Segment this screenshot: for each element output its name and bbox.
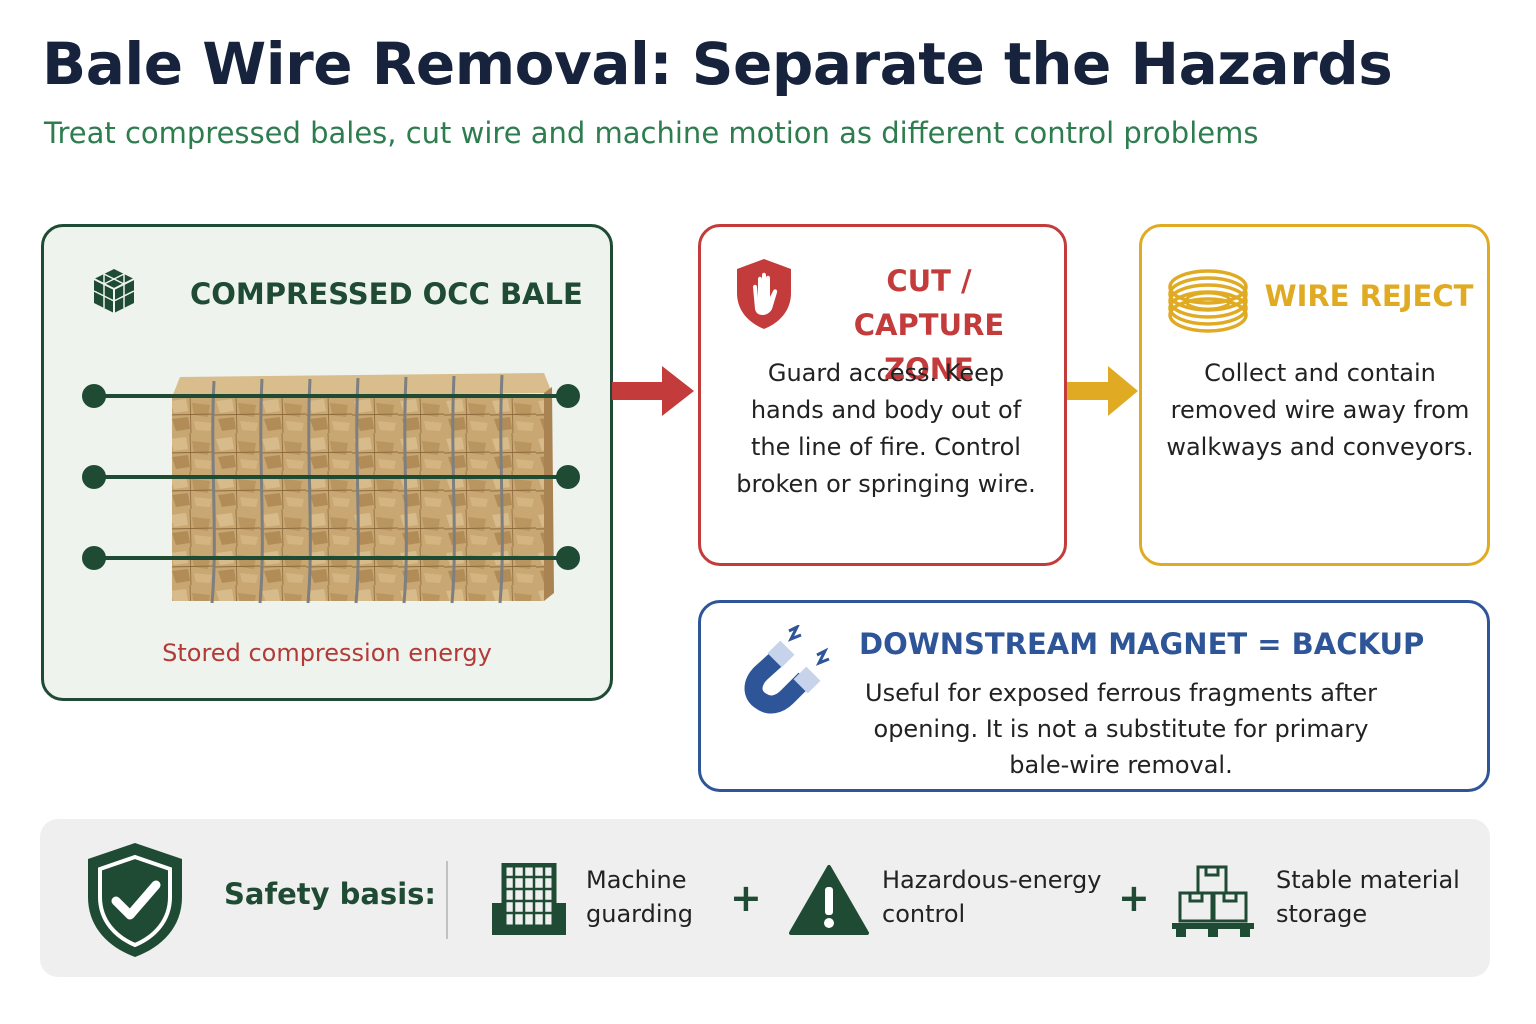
cut-zone-title: CUT / CAPTURE ZONE <box>853 264 1005 386</box>
basis-item-text: Hazardous-energy control <box>882 866 1102 928</box>
plus-icon: + <box>1118 876 1150 920</box>
page-subtitle: Treat compressed bales, cut wire and mac… <box>44 116 1259 150</box>
wire-coil-icon <box>1168 269 1248 333</box>
machine-guard-icon <box>492 863 566 935</box>
warning-triangle-icon <box>789 865 869 935</box>
stacked-boxes-pallet-icon <box>1172 865 1254 937</box>
wire-reject-title: WIRE REJECT <box>1264 279 1474 313</box>
cut-capture-zone-card: CUT / CAPTURE ZONE Guard access. Keep ha… <box>698 224 1067 566</box>
bale-caption: Stored compression energy <box>162 639 492 667</box>
plus-icon: + <box>730 876 762 920</box>
basis-item-text: Machine guarding <box>586 866 693 928</box>
page-title: Bale Wire Removal: Separate the Hazards <box>42 30 1393 98</box>
basis-item-text: Stable material storage <box>1276 866 1460 928</box>
wire-reject-card: WIRE REJECT Collect and contain removed … <box>1139 224 1490 566</box>
gold-arrow-icon <box>1066 366 1138 416</box>
cut-zone-body: Guard access. Keep hands and body out of… <box>736 359 1036 498</box>
bale-panel: COMPRESSED OCC BALE <box>41 224 613 701</box>
safety-basis-label: Safety basis: <box>224 877 436 911</box>
downstream-magnet-card: DOWNSTREAM MAGNET = BACKUP Useful for ex… <box>698 600 1490 792</box>
divider <box>446 861 448 939</box>
bale-top-face <box>172 373 552 397</box>
horseshoe-magnet-icon <box>744 625 830 714</box>
magnet-title: DOWNSTREAM MAGNET = BACKUP <box>859 627 1425 661</box>
stacked-bale-icon <box>93 269 135 313</box>
wire-reject-body: Collect and contain removed wire away fr… <box>1166 359 1474 461</box>
bale-side-face <box>544 387 554 601</box>
shield-check-icon <box>88 843 182 957</box>
magnet-body: Useful for exposed ferrous fragments aft… <box>865 679 1377 779</box>
hand-stop-shield-icon <box>737 259 791 329</box>
compressed-bale-illustration <box>82 373 580 604</box>
red-arrow-icon <box>612 366 694 416</box>
bale-label: COMPRESSED OCC BALE <box>190 277 583 311</box>
safety-basis-bar: Safety basis: Machine guarding + Hazardo… <box>40 819 1490 977</box>
